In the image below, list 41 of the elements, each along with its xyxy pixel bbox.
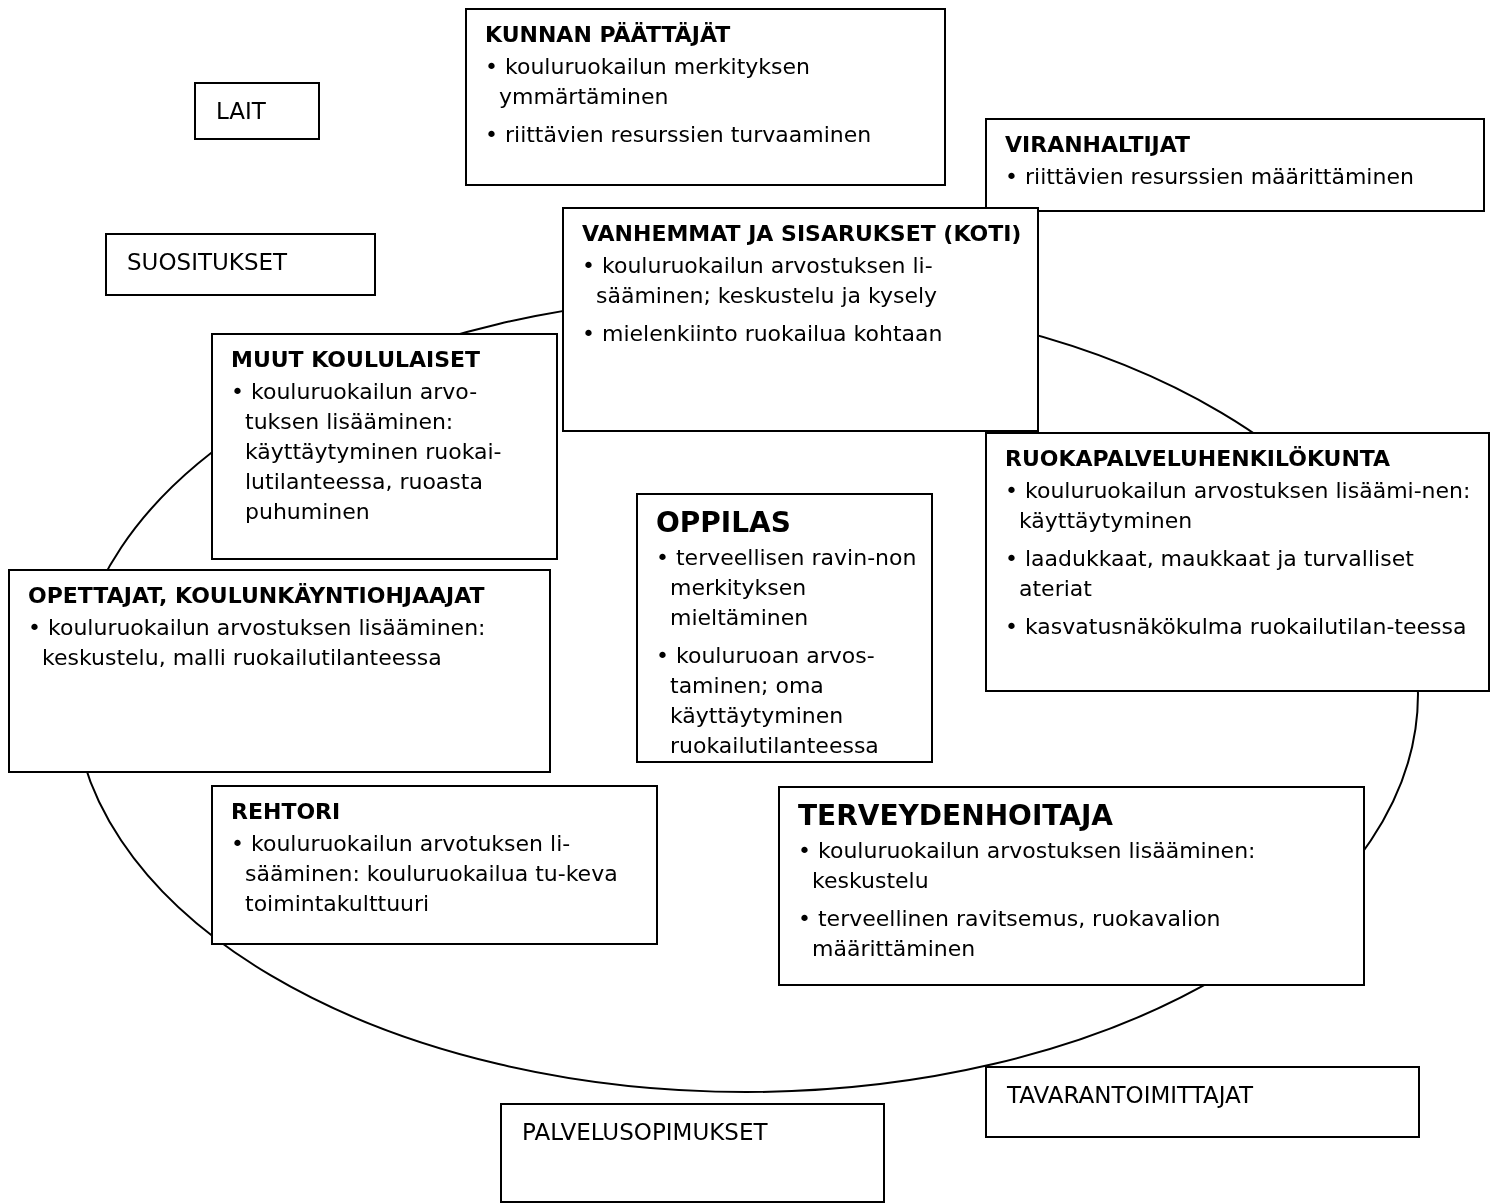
stakeholder-box bbox=[211, 333, 558, 560]
bullet-item: • terveellisen ravin-non merkityksen mieltäminen bbox=[656, 544, 918, 632]
stakeholder-box bbox=[465, 8, 946, 186]
box-heading: OPETTAJAT, KOULUNKÄYNTIOHJAAJAT bbox=[28, 582, 486, 610]
bullet-item: • kouluruokailun arvostuksen lisääminen: keskustelu bbox=[798, 837, 1257, 895]
bullet-item: • laadukkaat, maukkaat ja turvalliset ateriat bbox=[1005, 545, 1415, 603]
box-label: SUOSITUKSET bbox=[127, 248, 289, 277]
bullet-item: • kouluruoan arvos-taminen; oma käyttäytyminen ruokailutilanteessa bbox=[656, 642, 880, 760]
stakeholder-box bbox=[985, 1066, 1420, 1138]
box-heading: REHTORI bbox=[231, 798, 342, 826]
box-heading: KUNNAN PÄÄTTÄJÄT bbox=[485, 21, 732, 49]
box-heading: VIRANHALTIJAT bbox=[1005, 131, 1192, 159]
stakeholder-box bbox=[194, 82, 320, 140]
stakeholder-box bbox=[8, 569, 551, 773]
box-heading: RUOKAPALVELUHENKILÖKUNTA bbox=[1005, 445, 1392, 473]
stakeholder-box bbox=[500, 1103, 885, 1203]
bullet-item: • kouluruokailun arvostuksen li-sääminen; keskustelu ja kysely bbox=[582, 252, 939, 310]
bullet-item: • kouluruokailun arvostuksen lisäämi-nen: käyttäytyminen bbox=[1005, 477, 1472, 535]
box-label: TAVARANTOIMITTAJAT bbox=[1007, 1081, 1255, 1110]
bullet-item: • riittävien resurssien määrittäminen bbox=[1005, 163, 1415, 191]
box-label: PALVELUSOPIMUKSET bbox=[522, 1118, 769, 1147]
stakeholder-box bbox=[636, 493, 933, 763]
stakeholder-box bbox=[985, 118, 1485, 212]
bullet-item: • kouluruokailun arvo-tuksen lisääminen: käyttäytyminen ruokai-lutilanteessa, ruoasta puhuminen bbox=[231, 378, 503, 526]
bullet-item: • riittävien resurssien turvaaminen bbox=[485, 121, 873, 149]
bullet-item: • kouluruokailun arvostuksen lisääminen: keskustelu, malli ruokailutilanteessa bbox=[28, 614, 487, 672]
box-heading: TERVEYDENHOITAJA bbox=[798, 798, 1114, 834]
stakeholder-box bbox=[778, 786, 1365, 986]
stakeholder-box bbox=[211, 785, 658, 945]
stakeholder-box bbox=[562, 207, 1039, 432]
box-heading: OPPILAS bbox=[656, 505, 792, 541]
bullet-item: • terveellinen ravitsemus, ruokavalion määrittäminen bbox=[798, 905, 1222, 963]
stakeholder-box bbox=[985, 432, 1490, 692]
bullet-item: • kouluruokailun arvotuksen li-sääminen: kouluruokailua tu-keva toimintakulttuuri bbox=[231, 830, 619, 918]
bullet-item: • kasvatusnäkökulma ruokailutilan-teessa bbox=[1005, 613, 1468, 641]
bullet-item: • mielenkiinto ruokailua kohtaan bbox=[582, 320, 944, 348]
box-label: LAIT bbox=[216, 97, 267, 126]
stakeholder-box bbox=[105, 233, 376, 296]
bullet-item: • kouluruokailun merkityksen ymmärtäminen bbox=[485, 53, 811, 111]
box-heading: VANHEMMAT JA SISARUKSET (KOTI) bbox=[582, 220, 1023, 248]
box-heading: MUUT KOULULAISET bbox=[231, 346, 482, 374]
